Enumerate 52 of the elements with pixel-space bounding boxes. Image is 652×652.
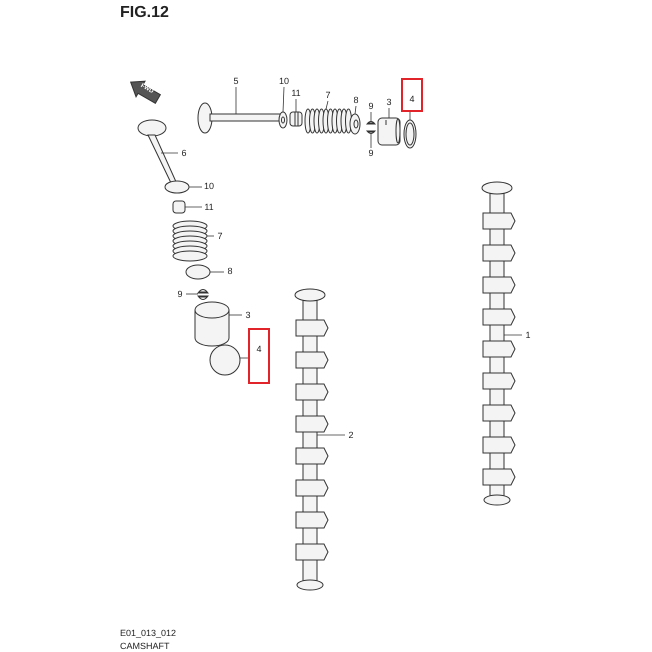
- callout-number: 8: [350, 95, 362, 106]
- leader-line: [326, 100, 328, 110]
- spring-retainer-drawing: [350, 114, 360, 134]
- leader-line: [160, 152, 178, 154]
- tappet-drawing: [194, 302, 230, 346]
- callout-number: 10: [277, 76, 291, 87]
- camshaft-drawing: [294, 288, 329, 590]
- valve-spring-drawing: [172, 220, 208, 262]
- figure-code: E01_013_012: [120, 628, 176, 638]
- callout-number: 2: [345, 430, 357, 441]
- spring-retainer-drawing: [186, 264, 210, 280]
- leader-line: [504, 334, 522, 336]
- leader-line: [388, 108, 390, 118]
- valve-guide-drawing: [290, 112, 302, 126]
- leader-line: [188, 186, 202, 188]
- figure-title: FIG.12: [120, 4, 169, 22]
- leader-line: [228, 314, 242, 316]
- figure-caption: CAMSHAFT: [120, 641, 170, 651]
- valve-drawing: [198, 102, 280, 134]
- leader-line: [282, 86, 284, 112]
- callout-number: 9: [365, 148, 377, 159]
- shim-drawing: [404, 120, 416, 148]
- callout-number: 7: [214, 231, 226, 242]
- highlighted-callout-number: 4: [401, 78, 423, 112]
- leader-line: [370, 112, 372, 122]
- callout-number: 5: [230, 76, 242, 87]
- valve-seal-drawing: [278, 112, 288, 128]
- leader-line: [316, 434, 346, 436]
- callout-number: 6: [178, 148, 190, 159]
- callout-number: 3: [383, 97, 395, 108]
- callout-number: 8: [224, 266, 236, 277]
- valve-spring-drawing: [304, 108, 352, 134]
- callout-number: 11: [202, 202, 216, 213]
- callout-number: 1: [522, 330, 534, 341]
- highlighted-callout-number: 4: [248, 328, 270, 384]
- valve-cotter-drawing: [366, 121, 376, 124]
- valve-seal-drawing: [164, 180, 190, 194]
- leader-line: [354, 106, 356, 114]
- valve-cotter-drawing: [366, 130, 376, 134]
- callout-number: 9: [174, 289, 186, 300]
- camshaft-drawing: [482, 182, 516, 506]
- callout-number: 7: [322, 90, 334, 101]
- valve-cotter-drawing: [198, 289, 208, 300]
- leader-line: [370, 132, 372, 148]
- leader-line: [184, 206, 202, 208]
- tappet-drawing: [378, 118, 400, 146]
- callout-number: 9: [365, 101, 377, 112]
- valve-guide-drawing: [172, 200, 186, 214]
- callout-number: 10: [202, 181, 216, 192]
- callout-number: 11: [289, 88, 303, 99]
- shim-drawing: [210, 344, 240, 376]
- callout-number: 3: [242, 310, 254, 321]
